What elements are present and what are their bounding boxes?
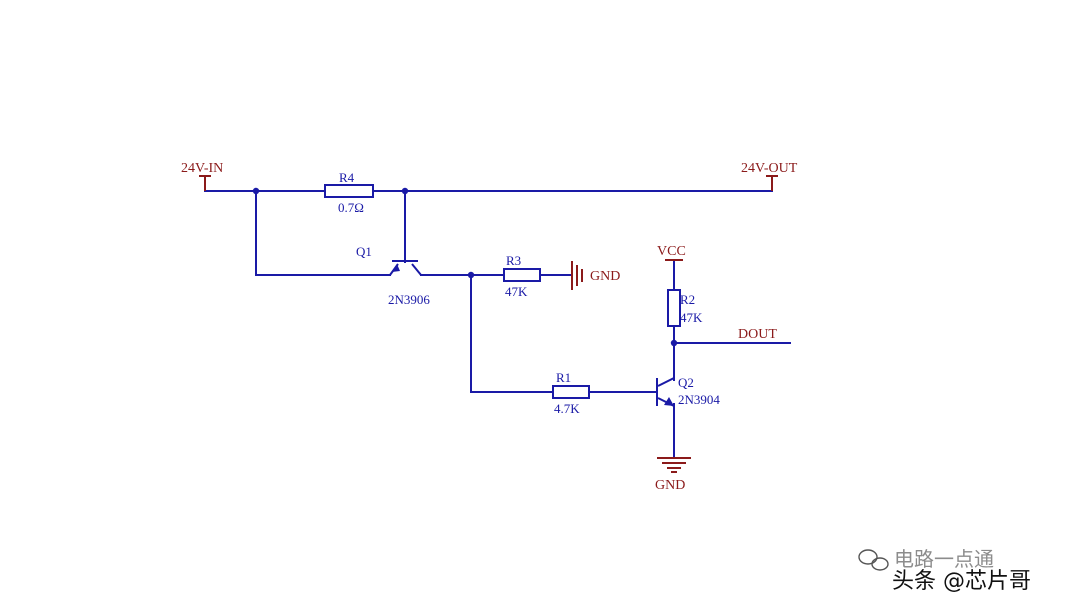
resistor-r2 [667,289,681,327]
resistor-r3 [503,268,541,282]
r1-value: 4.7K [554,401,580,416]
r3-ref: R3 [506,253,521,268]
r2-ref: R2 [680,292,695,307]
resistor-r4 [324,184,374,198]
port-label-24v-out: 24V-OUT [741,161,798,176]
port-label-dout: DOUT [738,327,777,342]
r3-value: 47K [505,284,528,299]
r4-value: 0.7Ω [338,200,364,215]
q1-ref: Q1 [356,244,372,259]
resistor-r1 [552,385,590,399]
q1-part: 2N3906 [388,292,430,307]
watermark-line1: 电路一点通 [894,547,994,571]
r1-ref: R1 [556,370,571,385]
port-label-vcc: VCC [657,244,686,259]
gnd-label-q2: GND [655,478,685,493]
junction-node [670,339,678,347]
q2-emitter-arrow [664,397,674,406]
junction-node [401,187,409,195]
junction-node [467,271,475,279]
r2-value: 47K [680,310,703,325]
q1-emitter-arrow [392,264,400,272]
q2-part: 2N3904 [678,392,720,407]
junction-node [252,187,260,195]
watermark: 电路一点通 头条 @芯片哥 [858,547,1031,594]
resistors [324,184,681,399]
wechat-icon [858,549,889,571]
watermark-line2: 头条 @芯片哥 [892,569,1031,594]
wire-q1-base [255,190,391,276]
wire-to-r1 [470,274,554,393]
wires [204,190,791,459]
q2-collector-leg [657,377,675,387]
gnd-label-r3: GND [590,269,620,284]
q1-collector-leg [411,263,422,276]
q2-ref: Q2 [678,375,694,390]
port-label-24v-in: 24V-IN [181,161,223,176]
transistor-q2 [656,377,675,407]
transistor-q1 [389,260,422,276]
power-symbols [199,175,778,473]
r4-ref: R4 [339,170,355,185]
junctions [252,187,678,347]
